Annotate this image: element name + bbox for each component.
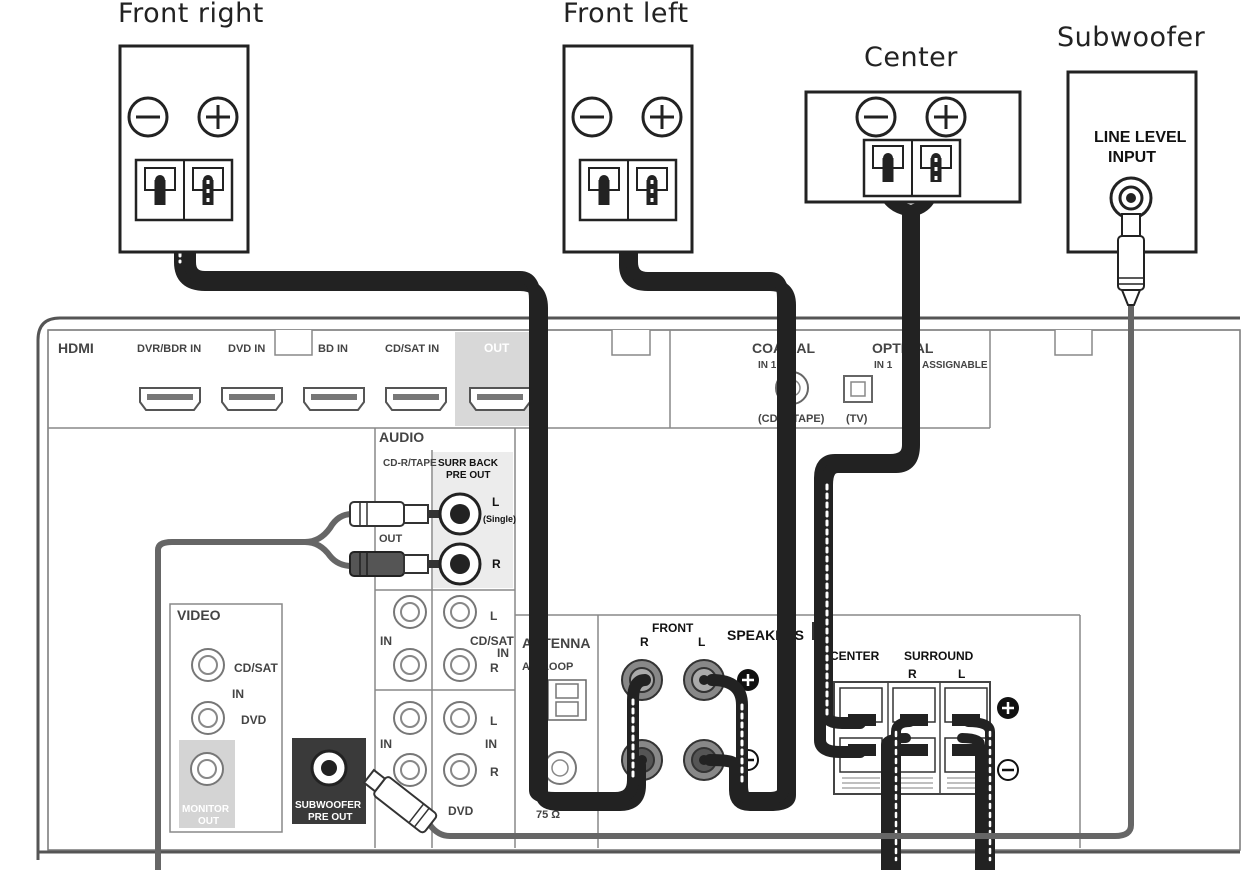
receiver-rear-panel xyxy=(36,316,1241,860)
minus-icon xyxy=(855,96,897,138)
front-right-speaker: Front right xyxy=(118,0,264,254)
front-label: FRONT xyxy=(652,621,694,635)
surr-back-single-label: (Single) xyxy=(483,514,516,524)
hdmi-label-dvd-in: DVD IN xyxy=(228,343,265,355)
audio-dvd-r-label: R xyxy=(490,765,499,779)
hdmi-port[interactable] xyxy=(221,387,283,411)
audio-title: AUDIO xyxy=(379,429,424,445)
audio-r-label: R xyxy=(490,661,499,675)
surround-cables xyxy=(881,717,995,870)
rca-jack[interactable] xyxy=(393,648,427,682)
surround-r-label: R xyxy=(908,667,917,681)
audio-l-label: L xyxy=(490,609,497,623)
surr-back-pre-out-label: PRE OUT xyxy=(446,470,490,481)
monitor-out-label: MONITOR xyxy=(182,804,230,815)
video-jack[interactable] xyxy=(191,648,225,682)
plus-icon xyxy=(925,96,967,138)
surr-back-l-rca-plug xyxy=(349,501,442,527)
center-terminal-label: CENTER xyxy=(830,649,880,663)
fm-ohm-label: 75 Ω xyxy=(536,809,560,821)
video-title: VIDEO xyxy=(177,607,221,623)
line-level-input-label: INPUT xyxy=(1108,149,1156,166)
front-left-speaker-title: Front left xyxy=(563,0,689,29)
audio-in-label: IN xyxy=(380,634,392,648)
antenna-section: ANTENNA AM LOOP FM UNBAL 75 Ω xyxy=(515,614,1081,848)
surround-l-label: L xyxy=(958,667,965,681)
subwoofer-pre-out-label: SUBWOOFER xyxy=(295,800,362,811)
audio-dvd-in-label-right: IN xyxy=(485,737,497,751)
monitor-out-jack[interactable] xyxy=(190,752,224,786)
subwoofer-speaker-title: Subwoofer xyxy=(1057,22,1206,53)
rca-jack[interactable] xyxy=(393,753,427,787)
audio-dvd-in-label: IN xyxy=(380,737,392,751)
hdmi-label-bd-in: BD IN xyxy=(318,343,348,355)
video-section: VIDEO CD/SAT IN DVD MONITOR OUT xyxy=(169,603,283,833)
coaxial-in1-label: IN 1 xyxy=(758,360,777,371)
front-left-speaker: Front left xyxy=(562,0,694,254)
surr-back-r-jack[interactable] xyxy=(438,542,482,586)
audio-dvd-l-label: L xyxy=(490,714,497,728)
rca-jack[interactable] xyxy=(443,648,477,682)
line-level-input-jack[interactable] xyxy=(1109,176,1153,220)
assignable-label: ASSIGNABLE xyxy=(922,360,988,371)
surround-plus-icon xyxy=(997,697,1019,719)
front-l-label: L xyxy=(698,635,705,649)
hdmi-label-dvr-bdr-in: DVR/BDR IN xyxy=(137,343,201,355)
video-jack[interactable] xyxy=(191,701,225,735)
plus-icon xyxy=(641,96,683,138)
subwoofer-cable xyxy=(427,297,1134,839)
surround-back-rca-cable xyxy=(155,511,355,870)
rca-jack[interactable] xyxy=(443,701,477,735)
line-level-label: LINE LEVEL xyxy=(1094,129,1187,146)
video-dvd-label: DVD xyxy=(241,713,267,727)
center-speaker: Center xyxy=(804,42,1022,204)
hdmi-label-out: OUT xyxy=(484,341,510,355)
hdmi-out-port[interactable] xyxy=(469,387,531,411)
minus-icon xyxy=(571,96,613,138)
front-r-label: R xyxy=(640,635,649,649)
surr-back-r-label: R xyxy=(492,557,501,571)
optical-in1-label: IN 1 xyxy=(874,360,893,371)
center-cable xyxy=(814,162,942,758)
audio-dvd-label: DVD xyxy=(448,804,474,818)
subwoofer-pre-out-label-2: PRE OUT xyxy=(308,812,352,823)
hdmi-port[interactable] xyxy=(139,387,201,411)
monitor-out-label-2: OUT xyxy=(198,816,219,827)
surr-back-label: SURR BACK xyxy=(438,458,499,469)
hdmi-section: HDMI DVR/BDR IN DVD IN BD IN CD/SAT IN O… xyxy=(58,332,540,426)
subwoofer-pre-out: SUBWOOFER PRE OUT xyxy=(292,738,366,824)
optical-tv-label: (TV) xyxy=(846,413,868,425)
plus-icon xyxy=(197,96,239,138)
audio-cd-sat-label: CD/SAT xyxy=(470,634,514,648)
hdmi-label-cd-sat-in: CD/SAT IN xyxy=(385,343,439,355)
video-in-label: IN xyxy=(232,687,244,701)
rca-jack[interactable] xyxy=(443,595,477,629)
surround-label: SURROUND xyxy=(904,649,974,663)
hdmi-port[interactable] xyxy=(303,387,365,411)
minus-icon xyxy=(127,96,169,138)
video-cd-sat-label: CD/SAT xyxy=(234,661,278,675)
surround-minus-icon xyxy=(997,759,1019,781)
surr-back-l-label: L xyxy=(492,495,499,509)
hdmi-title: HDMI xyxy=(58,340,94,356)
subwoofer-rca-plug xyxy=(362,768,438,834)
subwoofer-speaker: Subwoofer LINE LEVEL INPUT xyxy=(1057,22,1206,306)
surr-back-l-jack[interactable] xyxy=(438,492,482,536)
cd-r-tape-label: CD-R/TAPE xyxy=(383,458,437,469)
hdmi-port[interactable] xyxy=(385,387,447,411)
center-speaker-title: Center xyxy=(864,42,958,73)
subwoofer-input-rca-plug xyxy=(1117,213,1145,306)
rca-jack[interactable] xyxy=(393,701,427,735)
front-plus-icon xyxy=(737,669,759,691)
rca-jack[interactable] xyxy=(443,753,477,787)
surr-back-r-rca-plug xyxy=(349,551,442,577)
front-right-speaker-title: Front right xyxy=(118,0,264,29)
rca-jack[interactable] xyxy=(393,595,427,629)
audio-cd-sat-in-label: IN xyxy=(497,646,509,660)
audio-out-label: OUT xyxy=(379,533,403,545)
surround-l-positive-terminal[interactable] xyxy=(944,687,988,726)
